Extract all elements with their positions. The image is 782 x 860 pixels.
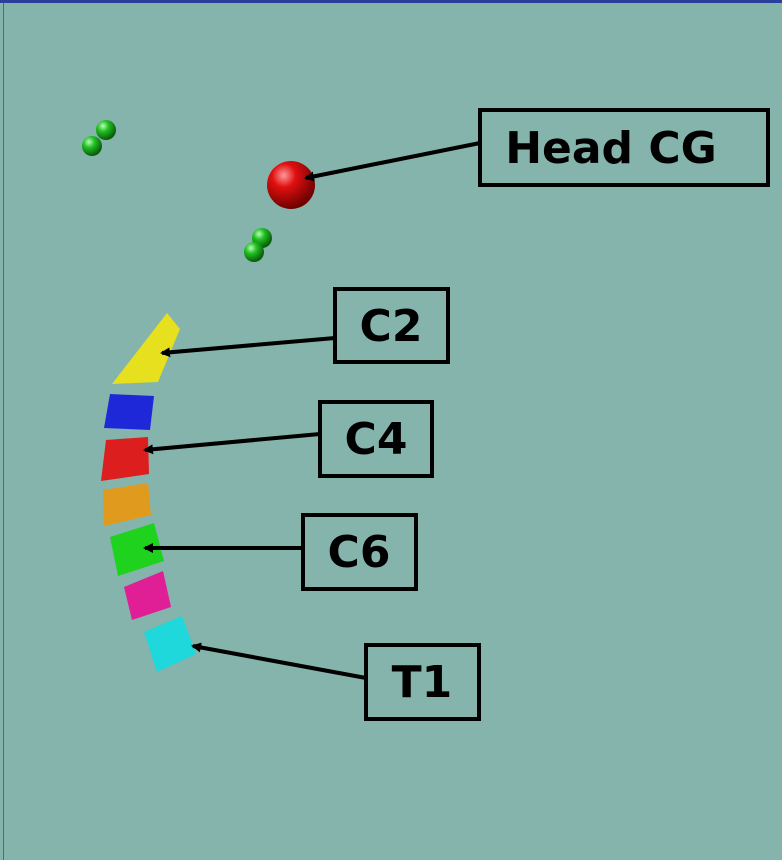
vertebra-c3	[104, 394, 154, 430]
vertebra-c7	[124, 571, 171, 620]
label-c4-text: C4	[345, 414, 408, 465]
label-c6-text: C6	[328, 527, 391, 578]
label-c4: C4	[318, 400, 434, 478]
vertebra-c4	[101, 437, 149, 481]
arrow-head-cg	[304, 141, 481, 182]
vertebra-c6	[110, 523, 164, 576]
vertebra-t1	[144, 616, 196, 672]
label-c2-text: C2	[360, 301, 423, 352]
arrow-t1	[191, 642, 367, 680]
arrow-c2	[160, 336, 336, 358]
label-head-cg: Head CG	[478, 108, 770, 187]
label-head-cg-text: Head CG	[505, 123, 717, 174]
vertebra-c2	[112, 313, 180, 384]
marker-spheres-upper	[82, 120, 116, 156]
label-t1-text: T1	[392, 657, 453, 708]
left-border	[3, 3, 4, 860]
head-cg-sphere	[267, 161, 315, 209]
label-c6: C6	[301, 513, 418, 591]
marker-spheres-lower	[244, 228, 272, 262]
label-t1: T1	[364, 643, 481, 721]
label-c2: C2	[333, 287, 450, 364]
vertebra-c5	[103, 483, 151, 526]
arrow-c4	[143, 432, 321, 455]
top-border	[0, 0, 782, 3]
